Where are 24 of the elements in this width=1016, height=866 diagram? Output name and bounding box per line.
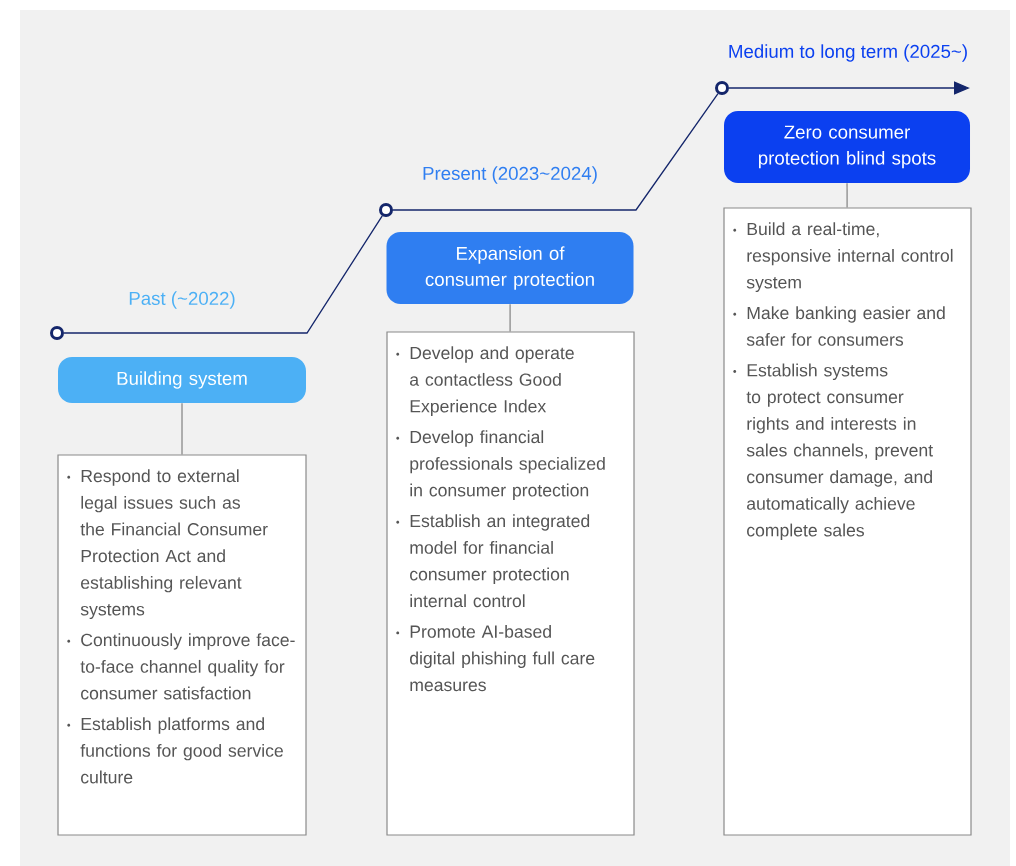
phase-label: Past (~2022): [129, 291, 235, 309]
bullet-item: Promote AI-based digital phishing full care measures: [396, 624, 595, 692]
bullet-item: Develop financial professionals specialized in consumer protection: [396, 430, 605, 500]
bullet-item: Establish an integrated model for financial consumer protection internal control: [396, 514, 590, 608]
timeline-line: [63, 215, 383, 334]
connector-line: [509, 303, 511, 333]
phase-box: Expansion of consumer protection: [386, 232, 634, 304]
content-box: [57, 454, 307, 836]
bullet-item: Establish systems to protect consumer rights and interests in sales channels, prevent consumer damage, and automatically achieve complete sales: [733, 363, 933, 540]
content-box: [386, 331, 635, 836]
phase-label: Medium to long term (2025~): [729, 44, 967, 62]
bullet-item: Build a real-time, responsive internal control system: [733, 222, 953, 292]
phase-label: Present (2023~2024): [423, 166, 597, 184]
bullet-item: Continuously improve face-to-face channel quality for consumer satisfaction: [67, 633, 295, 700]
connector-line: [846, 182, 848, 209]
bullet-item: Make banking easier and safer for consumers: [733, 306, 945, 346]
content-box: [723, 207, 972, 836]
phase-box: Building system: [58, 357, 306, 403]
bullet-item: Establish platforms and functions for good service culture: [67, 717, 283, 784]
bullet-item: Develop and operate a contactless Good Experience Index: [396, 346, 574, 416]
bullet-item: Respond to external legal issues such as the Financial Consumer Protection Act and establishing relevant systems: [67, 469, 268, 619]
phase-box: Zero consumer protection blind spots: [724, 111, 970, 183]
timeline-line: [392, 93, 719, 211]
connector-line: [181, 402, 183, 456]
